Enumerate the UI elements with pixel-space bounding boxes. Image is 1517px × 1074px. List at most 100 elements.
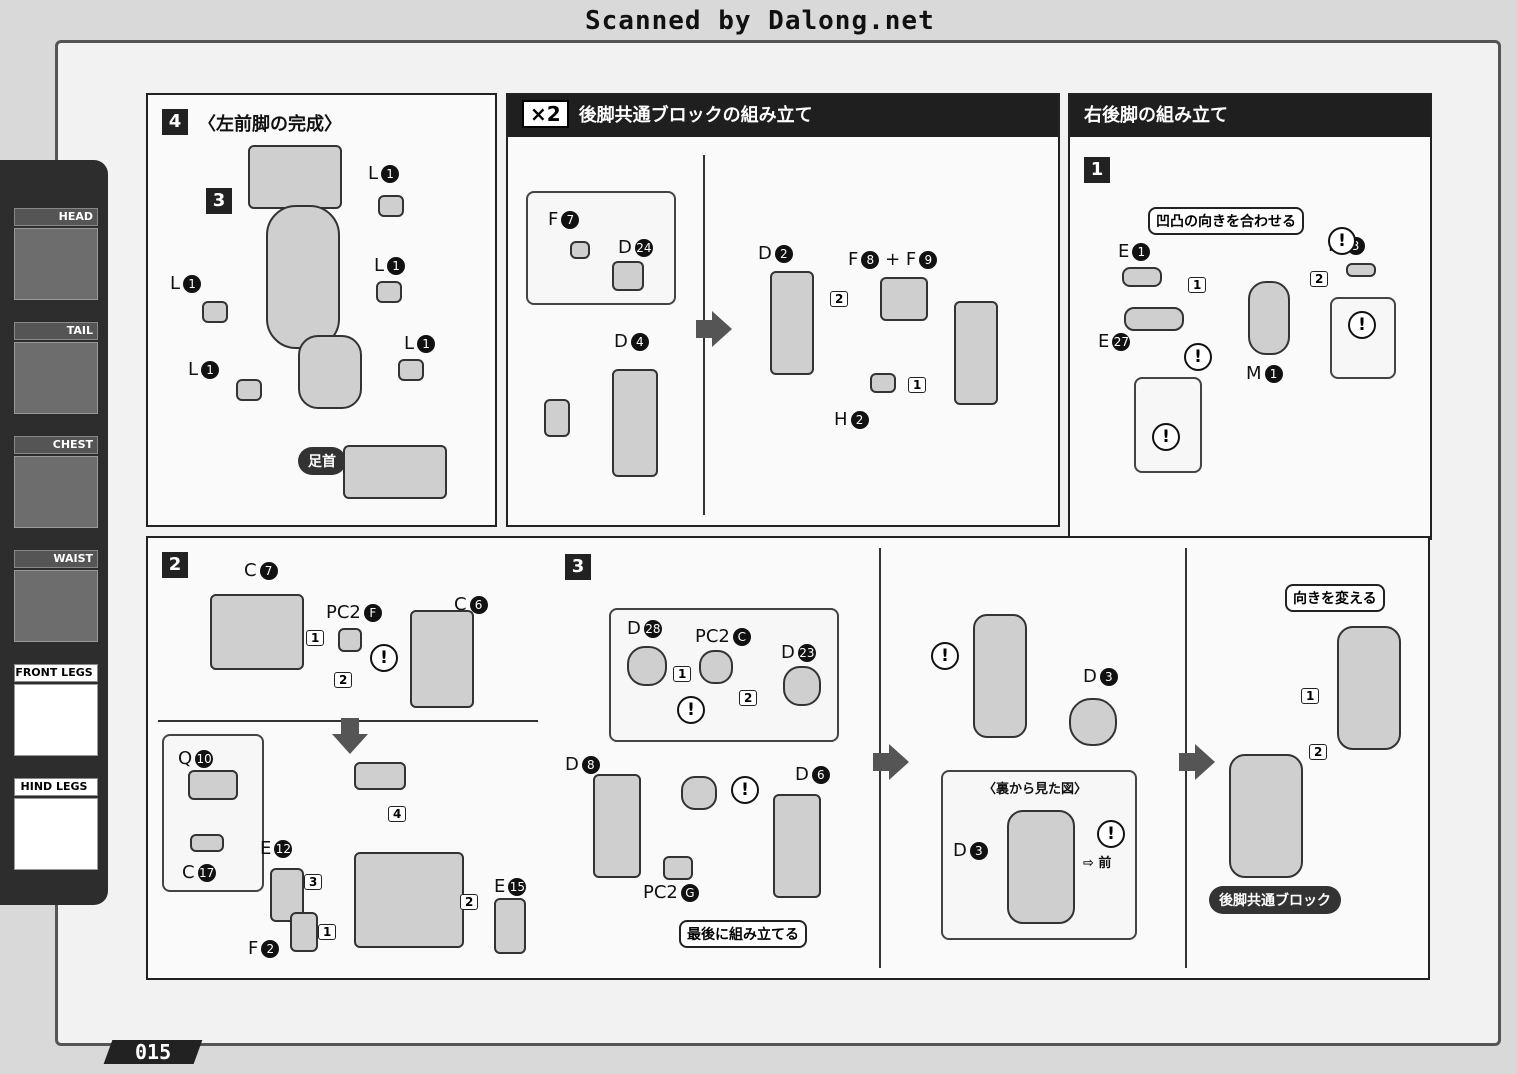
c17-part (190, 834, 224, 852)
page-number: 015 (103, 1040, 203, 1064)
l1-cap (202, 301, 228, 323)
d23-part (783, 666, 821, 706)
sidebar-tab-label: HIND LEGS (14, 778, 98, 796)
warning-icon: ! (1184, 343, 1212, 371)
next-arrow (1179, 744, 1215, 780)
d3-part (1069, 698, 1117, 746)
warning-icon: ! (1328, 227, 1356, 255)
panel-right-hind-leg: 右後脚の組み立て 1 凹凸の向きを合わせる E1 E27 M3 M1 1 2 !… (1068, 93, 1432, 540)
panel-header: 右後脚の組み立て (1070, 95, 1430, 137)
l1-cap (236, 379, 262, 401)
sidebar-tab-waist[interactable]: WAIST (14, 550, 98, 642)
sidebar-tab-label: HEAD (14, 208, 98, 226)
upper-block-part (1337, 626, 1401, 750)
f2-part (290, 912, 318, 952)
leg-upper-part (248, 145, 342, 209)
d24-part (612, 261, 644, 291)
d2-part (770, 271, 814, 375)
step-order-marker: 1 (908, 377, 927, 393)
step-order-marker: 1 (673, 666, 692, 682)
ref-step-number: 3 (206, 188, 232, 214)
m3-part (1346, 263, 1376, 277)
back-view-label: 〈裏から見た図〉 (983, 782, 1088, 797)
hind-legs-icon (14, 798, 98, 870)
e15-part (494, 898, 526, 954)
warning-icon: ! (370, 644, 398, 672)
leg-block-part (954, 301, 998, 405)
q10-part (188, 770, 238, 800)
f7-part (570, 241, 590, 259)
alignment-callout: 凹凸の向きを合わせる (1148, 207, 1304, 235)
head-icon (14, 228, 98, 300)
step-order-marker: 2 (1309, 744, 1328, 760)
turn-direction-callout: 向きを変える (1285, 584, 1385, 612)
l1-cap (376, 281, 402, 303)
chest-icon (14, 456, 98, 528)
sidebar-tab-label: WAIST (14, 550, 98, 568)
subassembly-part (544, 399, 570, 437)
block-part (973, 614, 1027, 738)
panel-title: 〈左前脚の完成〉 (198, 114, 342, 135)
leg-lower-part (298, 335, 362, 409)
warning-icon: ! (1348, 311, 1376, 339)
front-direction-label: ⇨ 前 (1083, 856, 1112, 871)
step-order-marker: 2 (1310, 271, 1329, 287)
sidebar-tab-hind-legs[interactable]: HIND LEGS (14, 778, 98, 870)
front-legs-icon (14, 684, 98, 756)
waist-icon (14, 570, 98, 642)
f8-f9-part (880, 277, 928, 321)
l1-cap (378, 195, 404, 217)
step-order-marker: 2 (739, 690, 758, 706)
tail-icon (14, 342, 98, 414)
sidebar-tab-chest[interactable]: CHEST (14, 436, 98, 528)
step-order-marker: 4 (388, 806, 407, 822)
m1-part (1248, 281, 1290, 355)
ankle-label: 足首 (298, 447, 346, 475)
step-number: 4 (162, 109, 188, 135)
sidebar-tab-label: CHEST (14, 436, 98, 454)
step-number: 3 (565, 554, 591, 580)
step-order-marker: 1 (1188, 277, 1207, 293)
sidebar-tab-front-legs[interactable]: FRONT LEGS (14, 664, 98, 756)
sidebar-tab-tail[interactable]: TAIL (14, 322, 98, 414)
assembly-part (354, 852, 464, 948)
pc2g-part (663, 856, 693, 880)
pc2c-part (699, 650, 733, 684)
down-arrow (332, 718, 368, 754)
warning-icon: ! (1152, 423, 1180, 451)
c7-part (210, 594, 304, 670)
detail-inset (1330, 297, 1396, 379)
d28-part (627, 646, 667, 686)
sidebar-tab-label: FRONT LEGS (14, 664, 98, 682)
sidebar-tab-head[interactable]: HEAD (14, 208, 98, 300)
step-order-marker: 2 (334, 672, 353, 688)
q10-assembly (354, 762, 406, 790)
pc2c-assembly (681, 776, 717, 810)
next-arrow (696, 311, 732, 347)
multiplier-badge: ×2 (522, 100, 569, 128)
l1-cap (398, 359, 424, 381)
sidebar: HEAD TAIL CHEST WAIST FRONT LEGS HIND LE… (0, 160, 108, 905)
